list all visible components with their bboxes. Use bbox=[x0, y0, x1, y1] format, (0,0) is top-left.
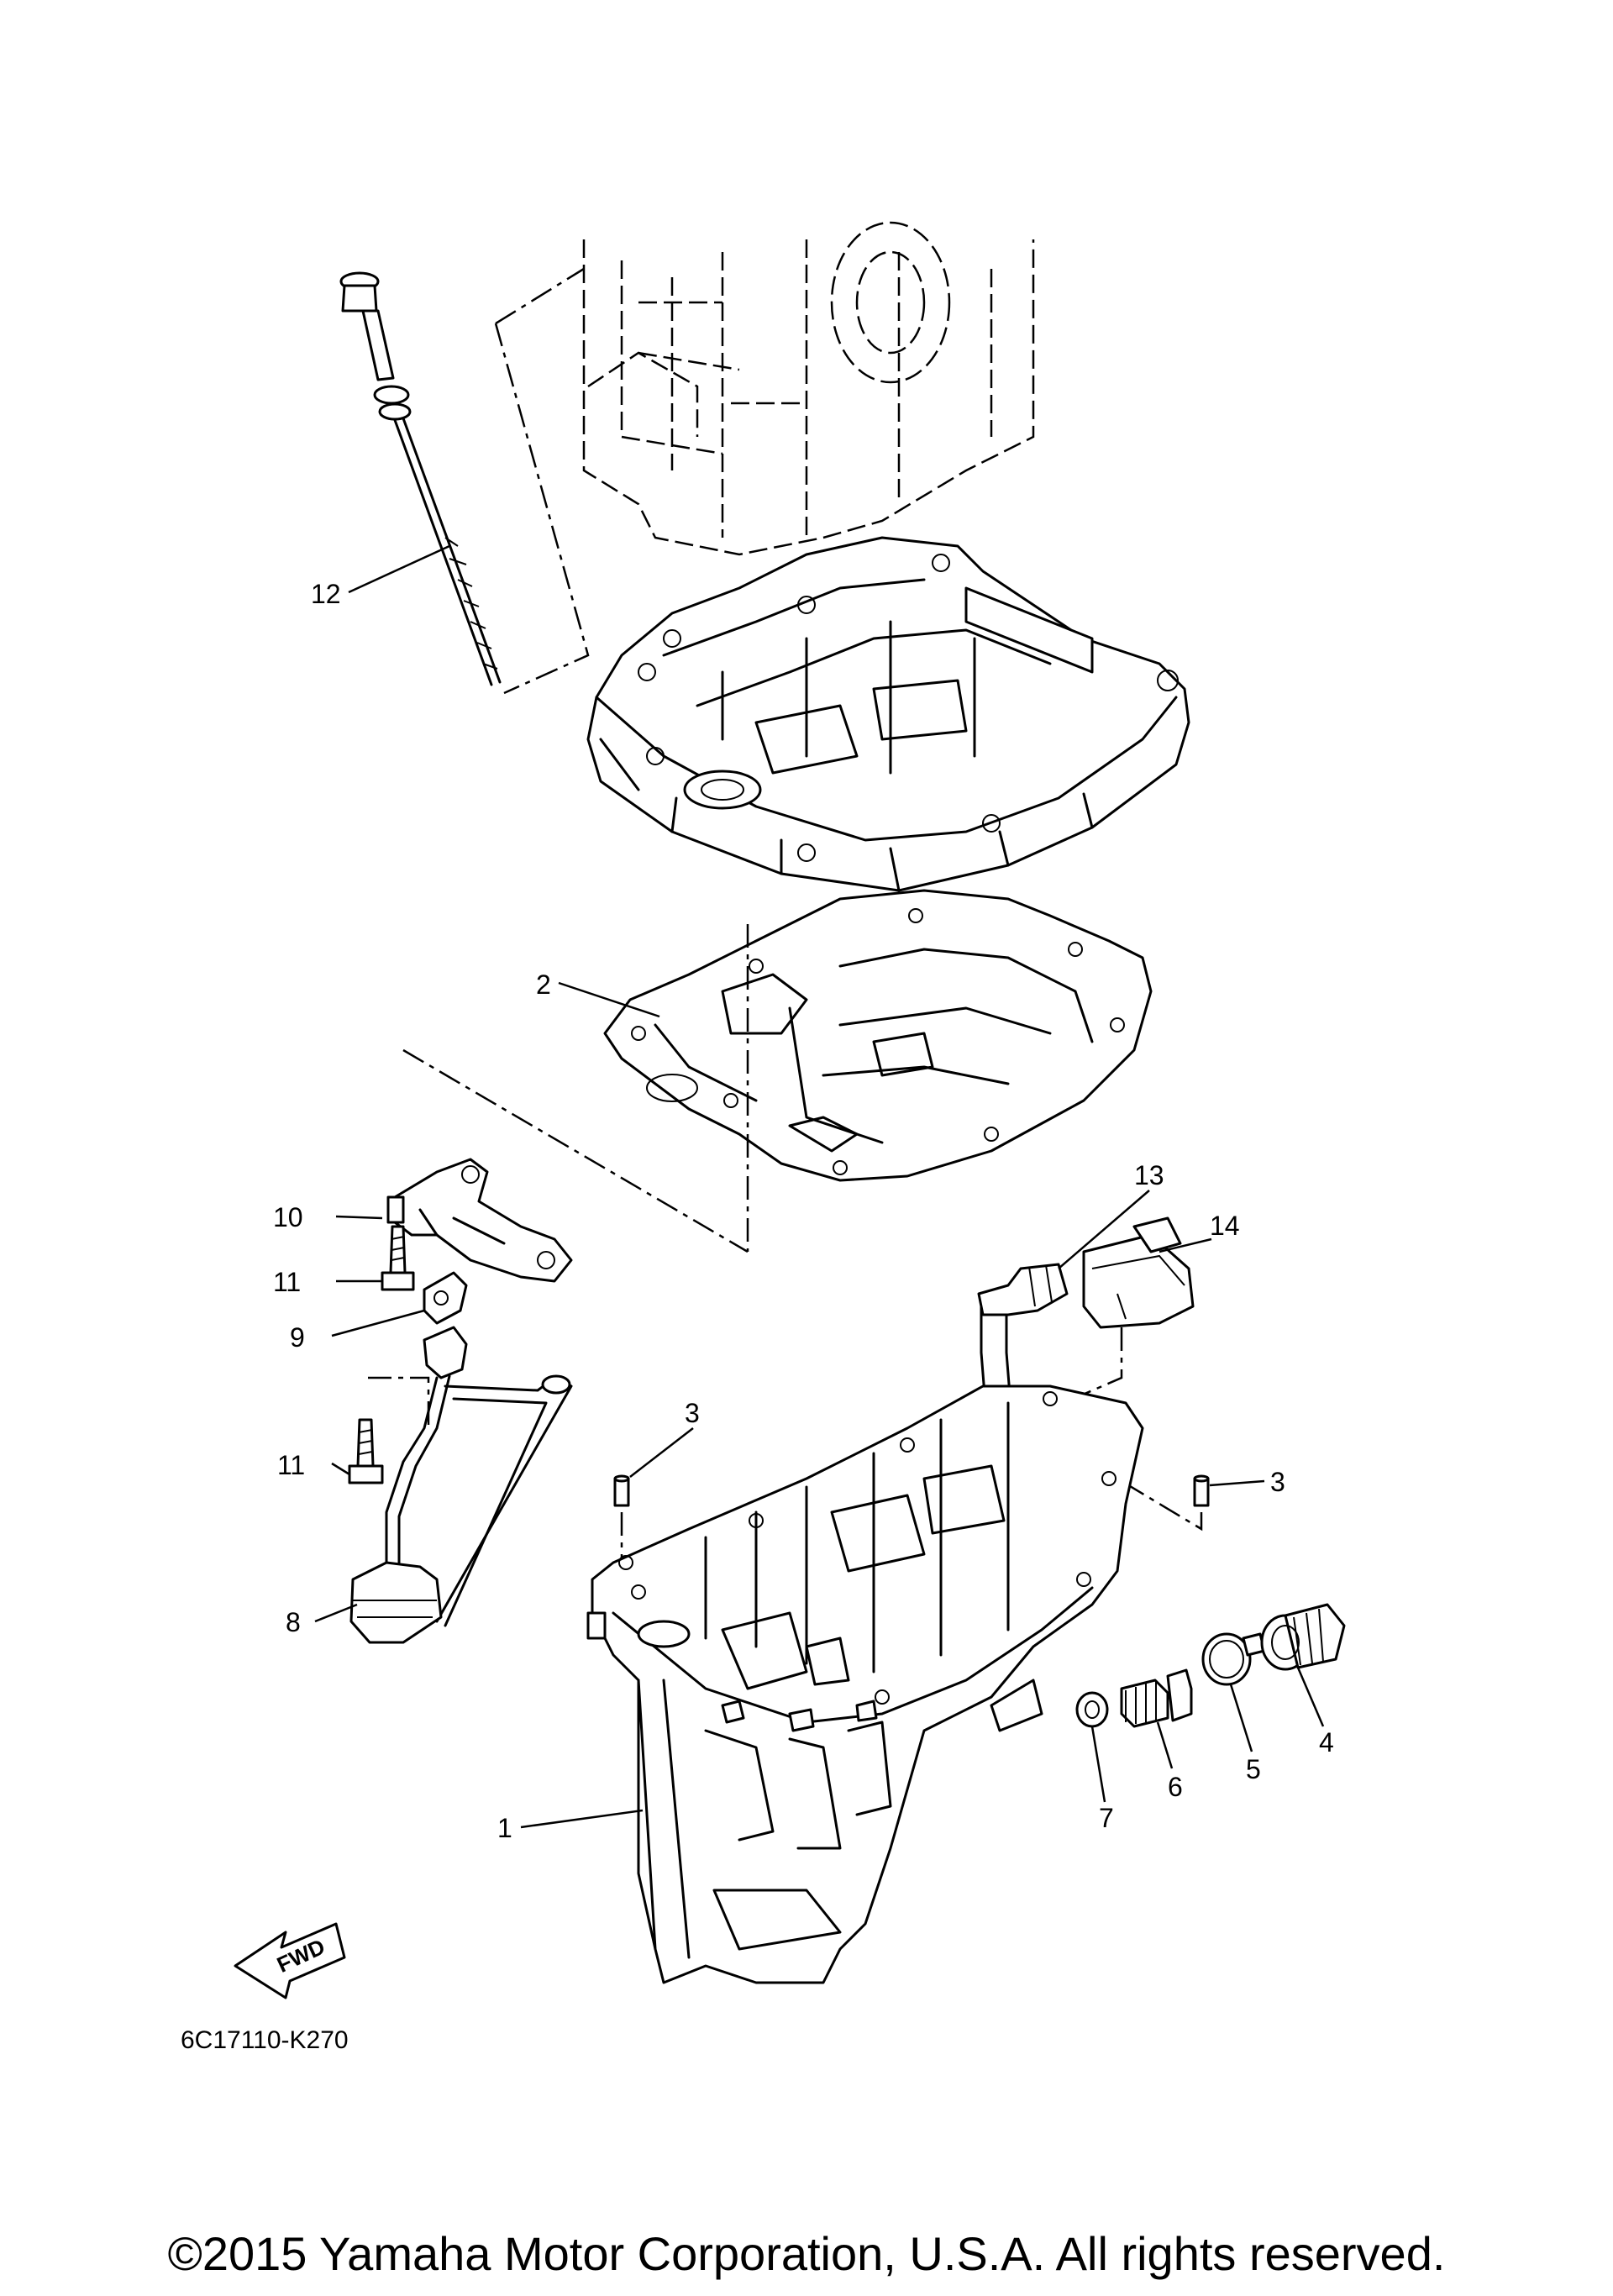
callout-8: 8 bbox=[286, 1607, 301, 1637]
callout-3-right: 3 bbox=[1270, 1467, 1285, 1497]
callout-13: 13 bbox=[1134, 1160, 1164, 1190]
part-14-cover bbox=[1082, 1216, 1195, 1329]
callout-10: 10 bbox=[273, 1202, 303, 1232]
part-3-dowel-left bbox=[613, 1474, 630, 1507]
callout-labels: 12 2 10 11 9 11 8 13 14 3 3 4 5 6 7 1 bbox=[273, 579, 1334, 1843]
part-12-dipstick bbox=[339, 271, 502, 686]
copyright-notice: ©2015 Yamaha Motor Corporation, U.S.A. A… bbox=[167, 2227, 1446, 2280]
part-3-dowel-right bbox=[1193, 1474, 1210, 1507]
callout-11-upper: 11 bbox=[273, 1267, 301, 1297]
callout-14: 14 bbox=[1210, 1211, 1240, 1241]
callout-1: 1 bbox=[497, 1813, 512, 1843]
part-1-oil-pan bbox=[586, 1384, 1144, 1984]
part-11-bolt-upper bbox=[381, 1225, 415, 1291]
callout-12: 12 bbox=[311, 579, 341, 609]
part-4-hose-grommet bbox=[1260, 1603, 1346, 1671]
callout-3-left: 3 bbox=[685, 1398, 700, 1428]
part-5-clamp bbox=[1201, 1632, 1266, 1686]
part-6-drain-plug bbox=[1120, 1668, 1193, 1728]
upper-casing bbox=[586, 536, 1190, 892]
part-2-gasket bbox=[603, 889, 1153, 1182]
part-13-hose bbox=[977, 1263, 1069, 1401]
callout-5: 5 bbox=[1246, 1754, 1261, 1784]
callout-4: 4 bbox=[1319, 1727, 1334, 1757]
callout-6: 6 bbox=[1168, 1772, 1183, 1802]
leader-lines bbox=[314, 544, 1325, 1829]
part-10-bracket bbox=[386, 1158, 573, 1283]
callout-9: 9 bbox=[290, 1322, 305, 1353]
diagram-code: 6C17110-K270 bbox=[181, 2026, 349, 2054]
callout-7: 7 bbox=[1099, 1803, 1114, 1833]
part-9-plate bbox=[423, 1271, 468, 1325]
fwd-arrow-icon: FWD bbox=[234, 1922, 346, 1999]
part-8-oil-strainer bbox=[349, 1326, 573, 1644]
engine-block-outline bbox=[582, 221, 1035, 556]
callout-2: 2 bbox=[536, 969, 551, 1000]
part-7-washer bbox=[1075, 1691, 1109, 1728]
part-11-bolt-lower bbox=[348, 1418, 384, 1484]
callout-11-lower: 11 bbox=[277, 1450, 305, 1480]
